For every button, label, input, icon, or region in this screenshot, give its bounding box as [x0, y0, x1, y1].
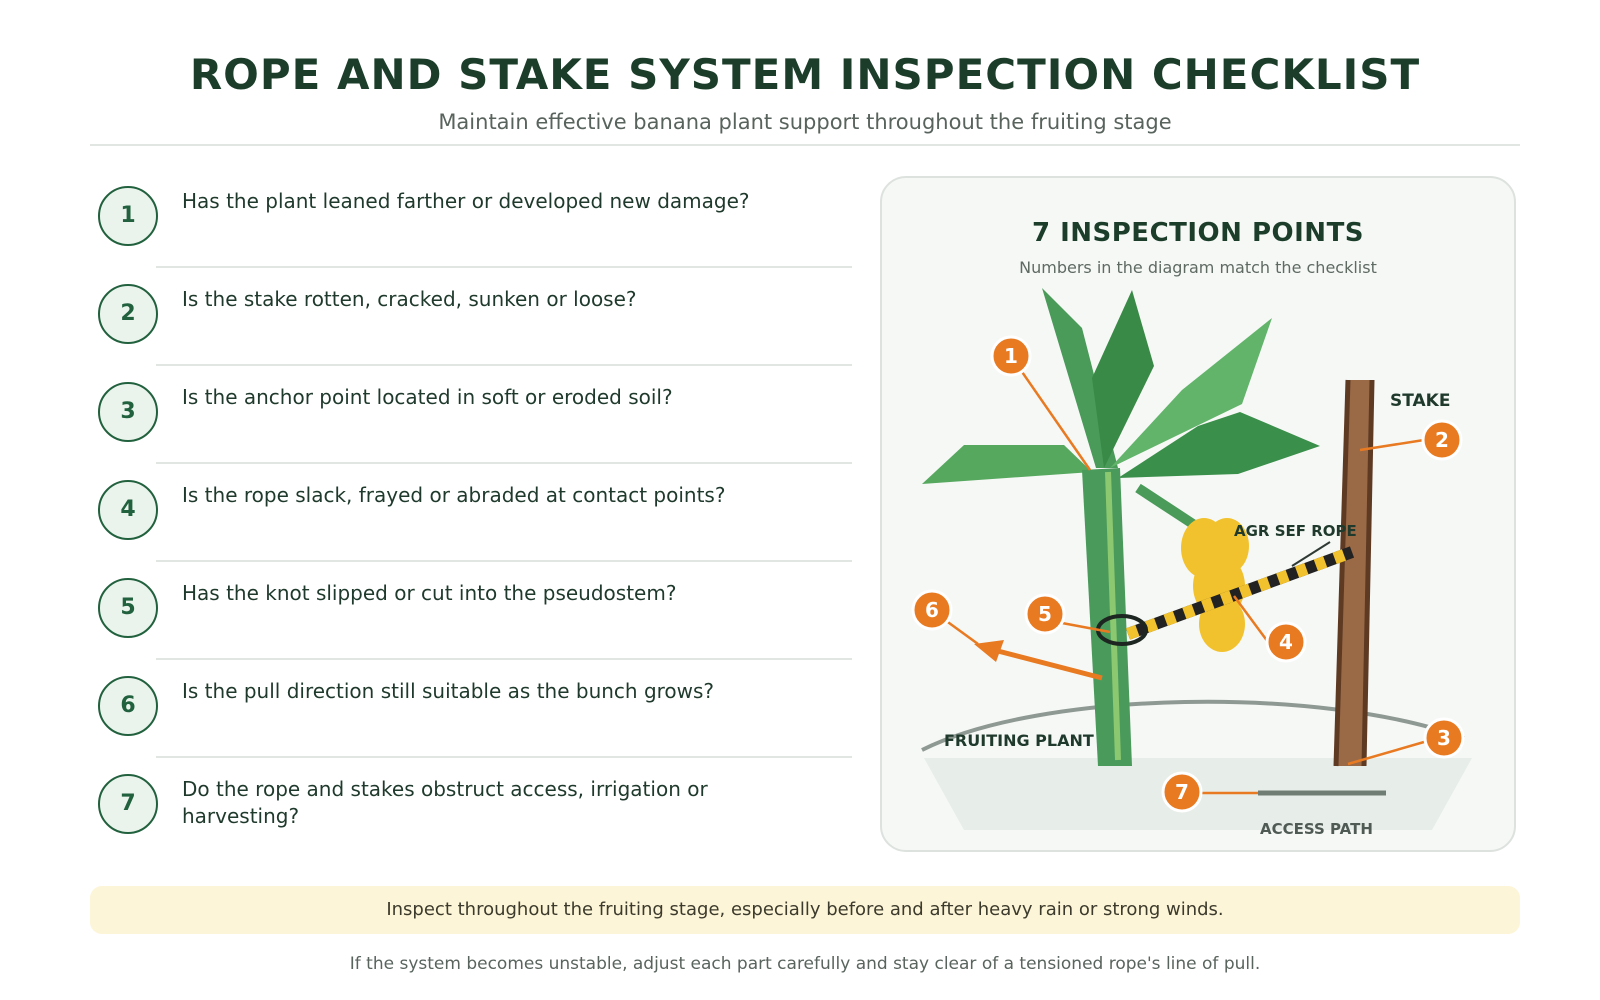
banana-leaf [1118, 412, 1320, 478]
item-divider [156, 266, 852, 268]
item-number-badge: 3 [98, 382, 158, 442]
header-divider [90, 144, 1520, 146]
item-number-badge: 6 [98, 676, 158, 736]
marker-1-icon: 1 [990, 335, 1032, 377]
marker-5-icon: 5 [1024, 593, 1066, 635]
rope-label: AGR SEF ROPE [1234, 522, 1357, 540]
timing-note: Inspect throughout the fruiting stage, e… [90, 886, 1520, 934]
checklist-item: 7 Do the rope and stakes obstruct access… [96, 774, 852, 872]
svg-text:6: 6 [925, 598, 939, 622]
checklist-item: 4 Is the rope slack, frayed or abraded a… [96, 480, 852, 578]
checklist-item: 5 Has the knot slipped or cut into the p… [96, 578, 852, 676]
marker-2-icon: 2 [1421, 419, 1463, 461]
svg-text:5: 5 [1038, 602, 1052, 626]
item-question: Is the pull direction still suitable as … [182, 679, 715, 703]
item-divider [156, 756, 852, 758]
support-rope [1125, 546, 1355, 640]
panel-subtitle: Numbers in the diagram match the checkli… [1019, 258, 1377, 277]
arrowhead-icon [974, 640, 1004, 662]
item-question: Is the stake rotten, cracked, sunken or … [182, 287, 637, 311]
svg-text:3: 3 [1437, 726, 1451, 750]
marker-6-icon: 6 [911, 589, 953, 631]
item-number-badge: 7 [98, 774, 158, 834]
marker-3-icon: 3 [1423, 717, 1465, 759]
leader-line [1232, 595, 1270, 643]
leader-line [1347, 740, 1425, 766]
inspection-diagram: 1 2 3 4 5 6 7 STAKE AGR SEF ROPE FRUITI [911, 288, 1472, 838]
item-number-badge: 1 [98, 186, 158, 246]
item-number-badge: 2 [98, 284, 158, 344]
banana-leaf [922, 445, 1092, 484]
checklist-item: 2 Is the stake rotten, cracked, sunken o… [96, 284, 852, 382]
item-divider [156, 560, 852, 562]
diagram-panel: 7 INSPECTION POINTS Numbers in the diagr… [880, 176, 1516, 852]
svg-text:7: 7 [1175, 780, 1189, 804]
stake-label: STAKE [1390, 391, 1450, 411]
rope-label-pointer [1291, 541, 1331, 567]
item-divider [156, 658, 852, 660]
checklist-item: 6 Is the pull direction still suitable a… [96, 676, 852, 774]
svg-text:2: 2 [1435, 428, 1449, 452]
marker-4-icon: 4 [1265, 621, 1307, 663]
pull-direction-arrow [993, 647, 1103, 681]
marker-7-icon: 7 [1161, 771, 1203, 813]
checklist-item: 3 Is the anchor point located in soft or… [96, 382, 852, 480]
panel-title: 7 INSPECTION POINTS [1031, 218, 1365, 248]
banana-leaf [1110, 318, 1272, 468]
checklist-item: 1 Has the plant leaned farther or develo… [96, 186, 852, 284]
item-number-badge: 5 [98, 578, 158, 638]
access-path-label: ACCESS PATH [1260, 820, 1373, 838]
safety-caption: If the system becomes unstable, adjust e… [349, 954, 1261, 974]
plant-label: FRUITING PLANT [944, 731, 1094, 750]
item-question: Do the rope and stakes obstruct access, … [182, 777, 708, 828]
checklist: 1 Has the plant leaned farther or develo… [96, 186, 852, 872]
svg-text:4: 4 [1279, 630, 1293, 654]
stake-edge [1361, 379, 1375, 767]
leader-line [1359, 438, 1425, 452]
stake [1334, 380, 1372, 766]
item-divider [156, 364, 852, 366]
header: ROPE AND STAKE SYSTEM INSPECTION CHECKLI… [90, 48, 1520, 136]
banana-leaf [1092, 290, 1154, 468]
item-question: Has the plant leaned farther or develope… [182, 189, 750, 213]
bunch-stalk [1135, 483, 1199, 531]
soil-line [921, 699, 1465, 752]
item-number-badge: 4 [98, 480, 158, 540]
page-subtitle: Maintain effective banana plant support … [438, 110, 1172, 134]
page-title: ROPE AND STAKE SYSTEM INSPECTION CHECKLI… [189, 50, 1421, 99]
item-divider [156, 462, 852, 464]
stake-edge [1333, 379, 1351, 767]
item-question: Has the knot slipped or cut into the pse… [182, 581, 677, 605]
svg-text:1: 1 [1004, 344, 1018, 368]
item-question: Is the rope slack, frayed or abraded at … [182, 483, 726, 507]
leader-line [1009, 355, 1092, 471]
item-question: Is the anchor point located in soft or e… [182, 385, 673, 409]
